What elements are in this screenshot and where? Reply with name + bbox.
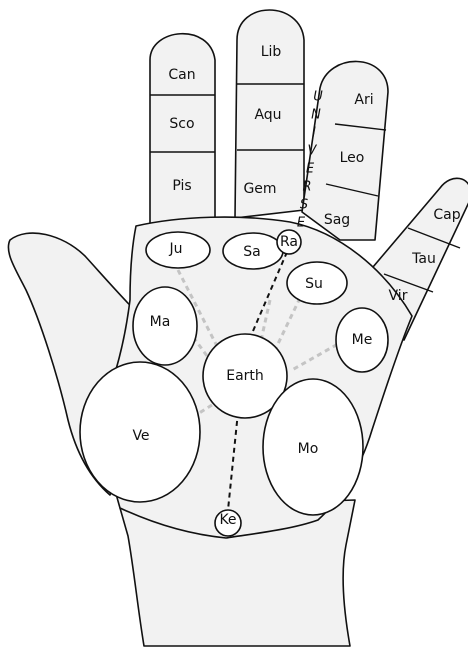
middle-top-label: Lib <box>261 44 282 60</box>
svg-text:E: E <box>297 216 306 231</box>
index-base-label: Pis <box>172 178 191 194</box>
ring-middle-label: Leo <box>340 150 365 166</box>
svg-text:E: E <box>306 162 315 177</box>
pinky-middle-label: Tau <box>411 251 436 267</box>
middle-base-label: Gem <box>243 181 276 197</box>
mount-saturn-label: Sa <box>243 244 260 260</box>
mount-moon-label: Mo <box>298 441 319 457</box>
mount-rahu-label: Ra <box>280 234 298 250</box>
mount-jupiter-label: Ju <box>168 241 182 257</box>
svg-text:U: U <box>313 90 323 105</box>
svg-text:V: V <box>308 144 318 159</box>
mount-venus-label: Ve <box>132 428 149 444</box>
middle-middle-label: Aqu <box>254 107 281 123</box>
mount-sun-label: Su <box>305 276 323 292</box>
mount-earth-label: Earth <box>226 368 264 384</box>
mount-mercury-label: Me <box>352 332 373 348</box>
ring-top-label: Ari <box>354 92 373 108</box>
mount-mars-label: Ma <box>150 314 171 330</box>
index-middle-label: Sco <box>169 116 194 132</box>
pinky-top-label: Cap <box>433 207 460 223</box>
svg-text:I: I <box>312 126 316 141</box>
svg-text:S: S <box>300 198 308 213</box>
index-top-label: Can <box>168 67 195 83</box>
svg-text:N: N <box>311 108 321 123</box>
ring-base-label: Sag <box>324 212 350 228</box>
pinky-base-label: Vir <box>389 288 408 304</box>
finger-index <box>150 34 215 238</box>
mount-ketu-label: Ke <box>219 512 236 528</box>
svg-text:R: R <box>302 180 311 195</box>
